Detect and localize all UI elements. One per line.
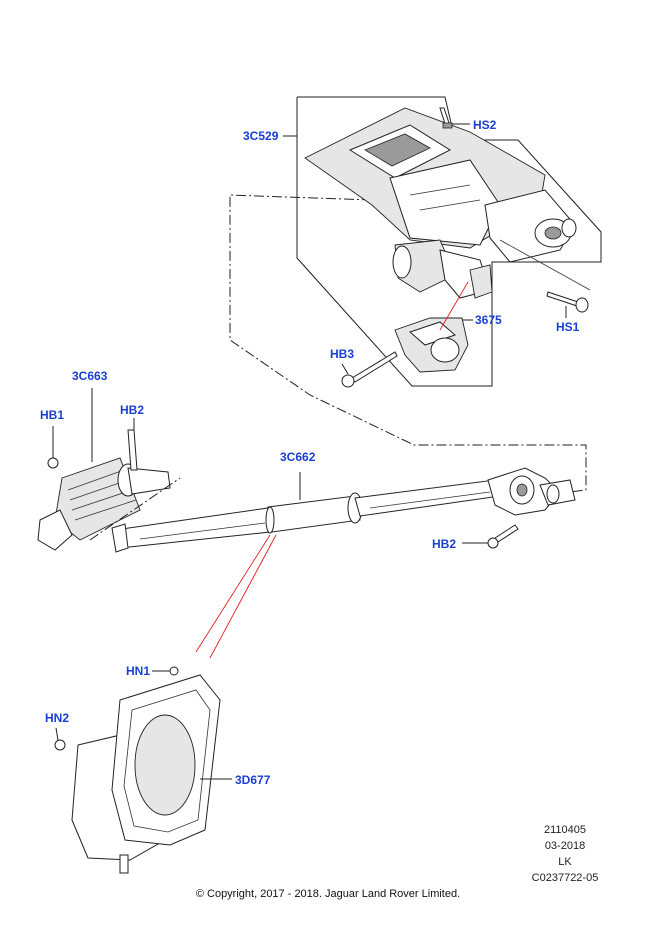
universal-joint-right	[487, 467, 576, 516]
bulkhead-seal-3d677	[71, 674, 232, 874]
callout-3675: 3675	[475, 313, 502, 327]
callout-hs1: HS1	[556, 320, 580, 334]
steering-column-upper-part	[304, 107, 591, 299]
diagram-initials: LK	[558, 856, 572, 868]
callout-hb2-right: HB2	[432, 537, 457, 551]
bolt-hb2-right	[462, 524, 519, 549]
callout-3c662: 3C662	[280, 450, 316, 464]
bolt-hs1	[546, 291, 589, 318]
bolt-hb3	[341, 351, 398, 388]
diagram-number: 2110405	[543, 824, 586, 836]
lock-module-3675	[394, 281, 473, 373]
callout-hb3: HB3	[330, 347, 355, 361]
diagram-reference: C0237722-05	[531, 872, 599, 884]
bolt-hb1	[47, 426, 59, 469]
callout-hb2-top: HB2	[120, 403, 145, 417]
nut-hn1	[152, 666, 179, 676]
callout-hn1: HN1	[126, 664, 151, 678]
callout-3c663: 3C663	[72, 369, 108, 383]
lower-boot-3c663	[37, 388, 181, 551]
copyright-notice: © Copyright, 2017 - 2018. Jaguar Land Ro…	[195, 888, 461, 900]
nut-hn2	[54, 727, 66, 751]
highlight-lines	[195, 534, 277, 659]
callout-3d677: 3D677	[235, 773, 271, 787]
callout-hb1: HB1	[40, 408, 65, 422]
callout-hn2: HN2	[45, 711, 70, 725]
callout-3c529: 3C529	[243, 129, 279, 143]
diagram-date: 03-2018	[544, 840, 586, 852]
bolt-hb2-top	[127, 418, 138, 471]
callout-hs2: HS2	[473, 118, 497, 132]
bolt-hs2	[439, 107, 470, 129]
